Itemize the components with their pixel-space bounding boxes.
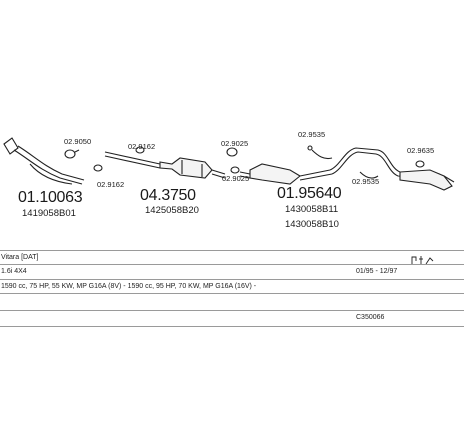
clamp-7-drawing <box>415 160 425 168</box>
hanger-wire <box>307 145 379 179</box>
table-divider-2 <box>0 279 464 280</box>
middle-silencer <box>239 163 333 185</box>
clamp-label-2: 02.9162 <box>128 142 156 151</box>
clamp-label-7: 02.9635 <box>407 146 435 155</box>
table-divider-bottom <box>0 326 464 327</box>
clamp-5-drawing <box>230 166 240 174</box>
clamp-2-drawing <box>93 164 103 172</box>
table-divider-4 <box>0 310 464 311</box>
clamp-label-3: 02.9162 <box>97 180 125 189</box>
engine-label: 1.6i 4X4 <box>1 268 27 275</box>
part-ref-3a: 1430058B11 <box>285 204 339 215</box>
table-divider-3 <box>0 293 464 294</box>
clamp-label-4: 02.9025 <box>221 139 249 148</box>
engine-spec: 1590 cc, 75 HP, 55 KW, MP G16A (8V) - 15… <box>1 283 257 290</box>
catalytic-converter <box>159 157 226 179</box>
rear-pipe <box>329 147 441 179</box>
exhaust-drawing <box>3 137 455 191</box>
part-ref-1: 1419058B01 <box>22 208 76 219</box>
exhaust-symbols-icon <box>410 252 434 265</box>
mid-pipe-1 <box>104 146 161 169</box>
clamp-label-8: 02.9535 <box>352 177 380 186</box>
front-pipe <box>3 137 85 185</box>
part-number-3: 01.95640 <box>277 185 342 202</box>
part-ref-2: 1425058B20 <box>145 205 199 216</box>
rear-silencer <box>399 169 455 191</box>
vehicle-model: Vitara [DAT] <box>1 254 39 261</box>
clamp-label-6: 02.9535 <box>298 130 326 139</box>
clamp-label-5: 02.9025 <box>222 174 250 183</box>
part-number-1: 01.10063 <box>18 189 83 206</box>
clamp-1-drawing <box>64 149 80 159</box>
part-ref-3b: 1430058B10 <box>285 219 339 230</box>
clamp-label-1: 02.9050 <box>64 137 92 146</box>
clamp-4-drawing <box>226 147 238 157</box>
table-divider-top <box>0 250 464 251</box>
system-code: C350066 <box>356 314 385 321</box>
exhaust-diagram: 02.9050 02.9162 02.9162 02.9025 02.9025 … <box>3 130 455 230</box>
table-divider-1 <box>0 264 464 265</box>
production-years: 01/95 - 12/97 <box>356 268 398 275</box>
part-number-2: 04.3750 <box>140 187 196 204</box>
